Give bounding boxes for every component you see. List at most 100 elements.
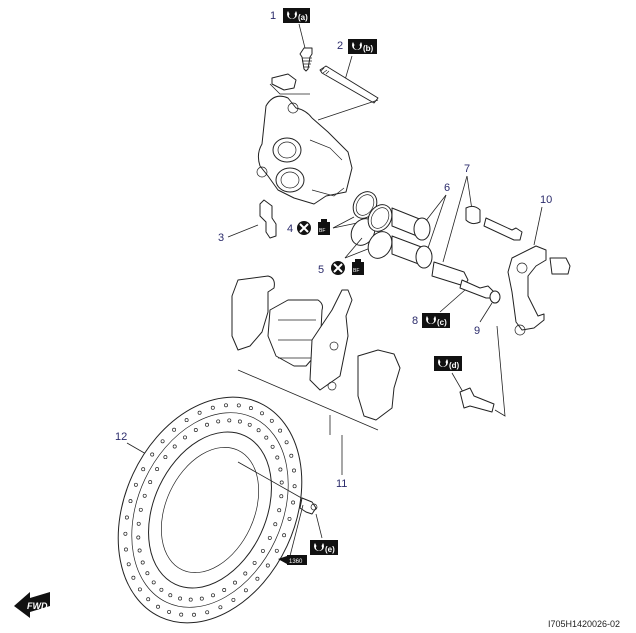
disc-hole (265, 563, 270, 568)
disc-hole (199, 596, 204, 601)
callout-1: 1 (270, 10, 276, 22)
wrench-icon (426, 316, 436, 325)
disc-hole (123, 531, 128, 536)
disc-hole (248, 406, 253, 411)
caliper-body (256, 95, 353, 205)
part-11-brake-pads: 11 (231, 275, 401, 490)
fwd-label: FWD (27, 601, 48, 611)
wrench-icon (287, 11, 297, 20)
torque-badge-d: (d) (434, 356, 462, 371)
disc-hole (146, 597, 151, 602)
part-8-caliper-bolt: 8 (c) (412, 279, 495, 328)
disc-hole (224, 403, 228, 408)
image-code: I705H1420026-02 (547, 619, 620, 629)
disc-hole (178, 596, 183, 601)
torque-badge-a: (a) (283, 8, 310, 23)
disc-hole (277, 508, 282, 513)
disc-hole (237, 419, 242, 424)
callout-4: 4 (287, 223, 293, 235)
disc-hole (256, 428, 261, 433)
disc-hole (141, 467, 146, 472)
callout-10: 10 (540, 194, 552, 206)
disc-hole (124, 515, 129, 520)
disc-hole (260, 548, 265, 553)
disc-holes (123, 403, 297, 617)
disc-hole (137, 548, 142, 553)
torque-label-b: (b) (363, 44, 374, 53)
disc-hole (275, 455, 280, 460)
disc-hole (156, 604, 160, 609)
disc-hole (136, 521, 141, 526)
torque-label-e: (e) (325, 545, 335, 554)
disc-hole (279, 494, 284, 499)
disc-hole (222, 588, 227, 592)
disc-hole (267, 535, 272, 540)
part-7-boots: 7 (431, 163, 523, 287)
disc-hole (289, 453, 294, 458)
disc-hole (291, 500, 296, 505)
disc-hole (210, 405, 215, 410)
replace-x-icon-4 (297, 221, 311, 235)
wrench-icon (438, 359, 449, 367)
disc-hole (150, 452, 155, 457)
disc-hole (243, 571, 248, 576)
part-1-bleeder-valve: 1 (a) (270, 8, 313, 72)
torque-label-d: (d) (449, 361, 460, 370)
disc-hole (167, 609, 172, 614)
disc-hole (278, 467, 283, 472)
pad-spring-upper (271, 73, 297, 91)
disc-hole (148, 480, 153, 485)
disc-hole (218, 605, 223, 610)
disc-hole (274, 548, 279, 553)
callout-9: 9 (474, 325, 480, 337)
disc-hole (211, 593, 215, 598)
disc-hole (260, 411, 264, 416)
disc-bolt: (e) 1360 (237, 461, 338, 565)
part-9-washer: 9 (474, 290, 501, 337)
part-5-dust-seal: 5 BF (318, 204, 393, 276)
callout-8: 8 (412, 315, 418, 327)
disc-hole (279, 480, 284, 485)
part-12-brake-disc: 12 (115, 396, 303, 624)
wrench-icon (352, 42, 362, 50)
torque-badge-e: (e) (310, 540, 338, 555)
disc-hole (138, 507, 143, 512)
disc-hole (145, 571, 150, 576)
thread-lock-icon: 1360 (278, 555, 307, 565)
torque-label-a: (a) (298, 13, 308, 22)
disc-hole (133, 482, 138, 487)
disc-hole (124, 547, 128, 552)
disc-hole (278, 428, 283, 433)
disc-hole (270, 444, 275, 449)
disc-hole (183, 435, 187, 440)
callout-11: 11 (336, 478, 347, 490)
disc-hole (172, 427, 177, 432)
part-3-pad-spring: 3 (218, 199, 277, 244)
torque-bolt-d: (d) (434, 325, 506, 417)
disc-hole (126, 562, 131, 567)
disc-hole (179, 612, 184, 617)
disc-hole (193, 428, 198, 432)
brake-fluid-icon-4: BF (318, 219, 330, 235)
callout-2: 2 (337, 40, 343, 52)
disc-hole (151, 580, 156, 585)
torque-label-c: (c) (437, 318, 447, 327)
callout-3: 3 (218, 232, 224, 244)
callout-12: 12 (115, 431, 127, 443)
disc-hole (137, 587, 142, 592)
brake-fluid-icon-5: BF (352, 259, 364, 275)
part-2-pad-pin: 2 (b) (319, 39, 379, 104)
disc-hole (159, 587, 164, 592)
disc-hole (197, 410, 202, 415)
disc-hole (236, 403, 241, 408)
disc-hole (172, 444, 177, 449)
callout-7: 7 (464, 163, 470, 175)
disc-hole (292, 484, 297, 489)
disc-hole (247, 422, 252, 427)
disc-hole (252, 560, 257, 565)
disc-hole (136, 535, 141, 540)
part-6-pistons: 6 (391, 182, 450, 269)
disc-hole (231, 597, 236, 602)
disc-hole (131, 575, 136, 580)
